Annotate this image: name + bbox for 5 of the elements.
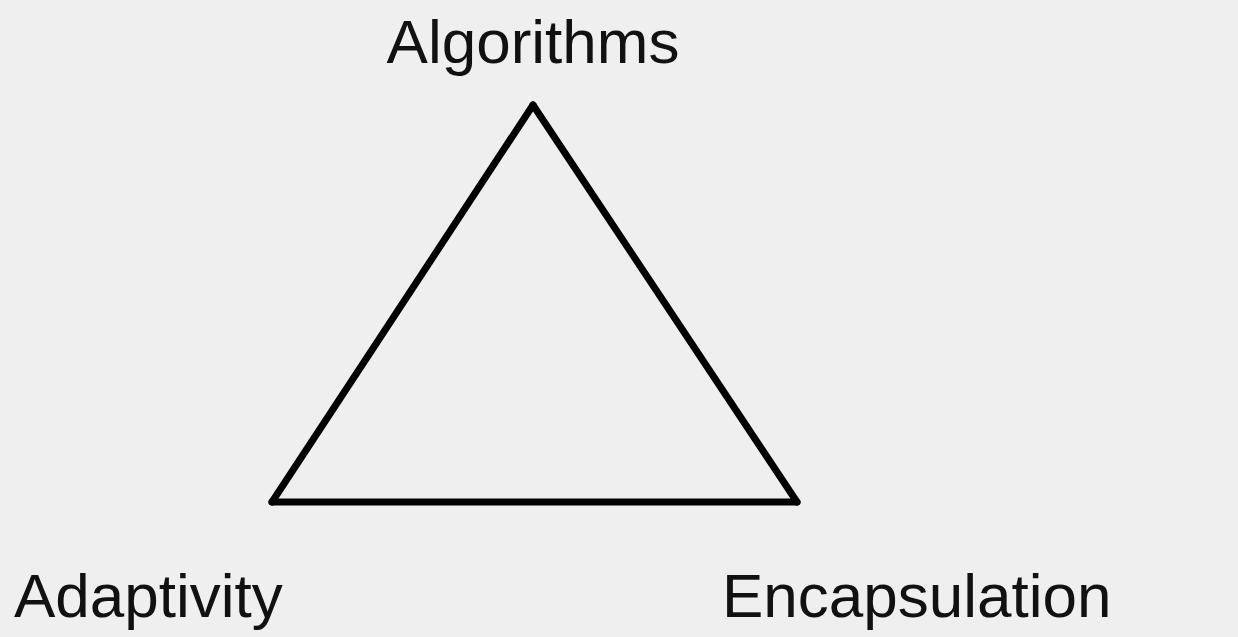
triangle-side [268, 498, 801, 506]
vertex-label: Algorithms [386, 8, 680, 77]
triangle-side [529, 101, 801, 506]
vertex-label: Encapsulation [722, 561, 1112, 630]
vertex-label: Adaptivity [14, 561, 283, 630]
